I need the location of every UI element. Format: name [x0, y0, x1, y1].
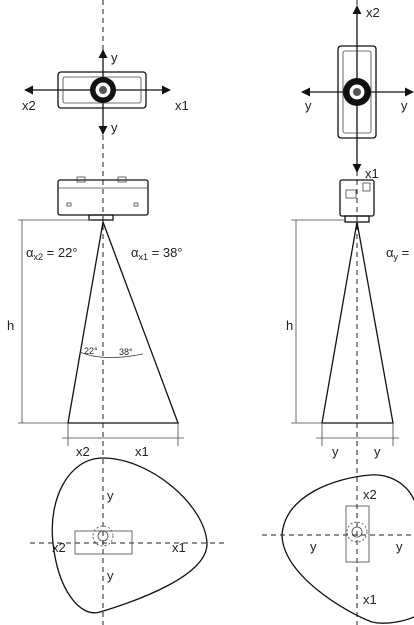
footprint-sensor-rect	[345, 505, 370, 563]
footprint-label-left: x2	[52, 540, 66, 555]
footprint-label-down: y	[107, 568, 114, 583]
base-label-left: y	[332, 444, 339, 459]
alpha-x2-label: αx2 = 22°	[26, 245, 78, 262]
angle-label-left: 22°	[84, 346, 98, 356]
footprint-outline	[281, 474, 414, 624]
left-beam-cone: 22° 38°	[67, 219, 179, 424]
right-top-view-sensor: x2 x1 y y	[301, 5, 414, 181]
axis-label-up: y	[111, 50, 118, 65]
axis-label-up: x2	[366, 5, 380, 20]
footprint-label-up: y	[107, 488, 114, 503]
angle-arc	[79, 351, 144, 358]
left-column: y y x2 x1 22° 38° αx2 = 22° αx1 = 38°	[7, 0, 228, 625]
left-side-view-sensor	[57, 176, 149, 221]
height-label: h	[286, 318, 293, 333]
axis-label-down: x1	[365, 166, 379, 181]
footprint-label-down: x1	[363, 592, 377, 607]
left-top-view-sensor: y y x2 x1	[22, 49, 189, 135]
right-beam-cone	[321, 221, 394, 424]
footprint-label-up: x2	[363, 487, 377, 502]
footprint-label-left: y	[310, 539, 317, 554]
side-lens	[88, 214, 114, 221]
beam-outline	[67, 219, 179, 424]
left-footprint: y y x2 x1	[30, 457, 228, 614]
angle-label-right: 38°	[119, 347, 133, 357]
left-height-dimension: h	[7, 219, 92, 424]
axis-label-right: x1	[175, 98, 189, 113]
sensor-lens-core	[353, 88, 361, 96]
sensor-housing	[57, 71, 147, 109]
sensor-housing-inner	[62, 76, 142, 104]
axis-label-left: y	[305, 98, 312, 113]
footprint-label-right: y	[396, 539, 403, 554]
base-label-right: y	[374, 444, 381, 459]
sensor-housing	[337, 45, 377, 139]
footprint-outline	[51, 457, 208, 614]
right-height-dimension: h	[286, 219, 346, 424]
height-label: h	[7, 318, 14, 333]
axis-label-right: y	[401, 98, 408, 113]
right-column: x2 x1 y y αy = h y y	[262, 0, 414, 625]
sensor-lens-core	[99, 86, 107, 94]
right-base-dimension: y y	[316, 423, 399, 459]
base-label-left: x2	[76, 444, 90, 459]
axis-label-down: y	[111, 120, 118, 135]
right-footprint: x2 x1 y y	[262, 474, 414, 624]
alpha-y-label: αy =	[386, 245, 409, 262]
axis-label-left: x2	[22, 98, 36, 113]
base-label-right: x1	[135, 444, 149, 459]
footprint-label-right: x1	[172, 540, 186, 555]
alpha-x1-label: αx1 = 38°	[131, 245, 183, 262]
left-base-dimension: x2 x1	[62, 423, 184, 459]
